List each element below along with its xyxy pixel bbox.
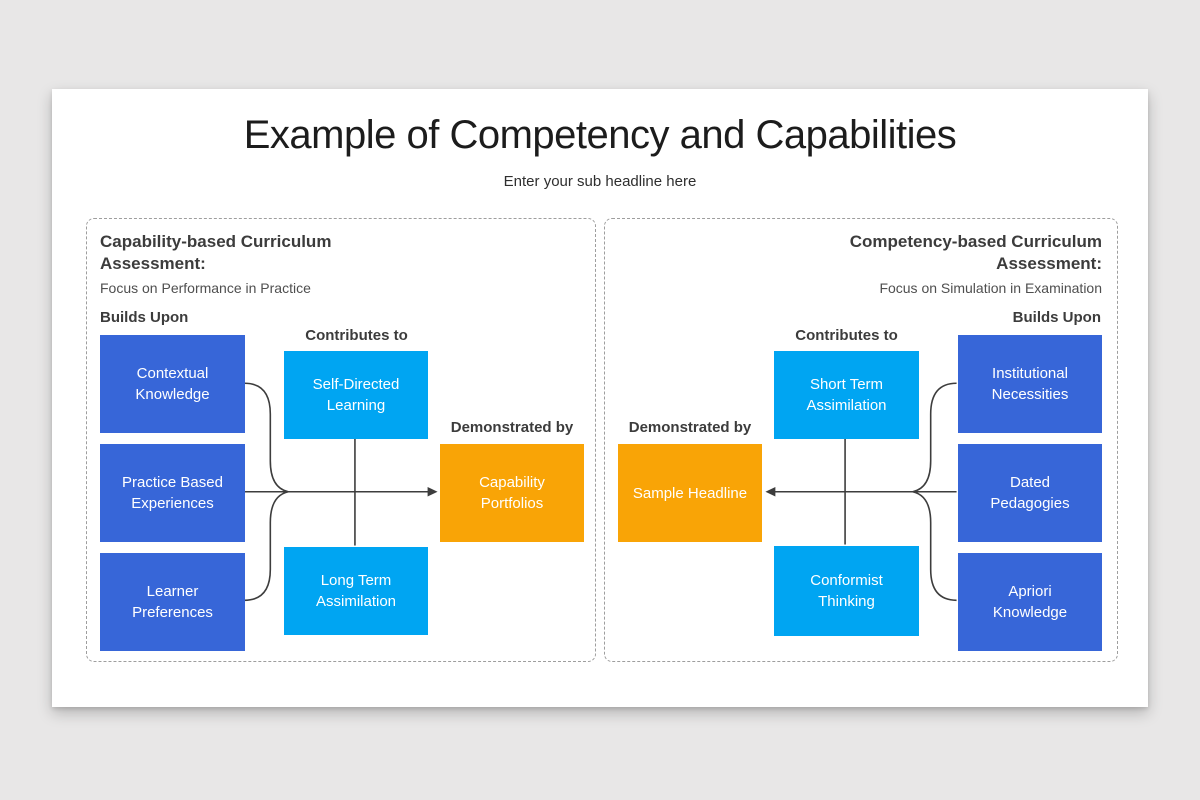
slide: Example of Competency and Capabilities E… bbox=[52, 89, 1148, 707]
arrowhead-right-icon bbox=[427, 486, 438, 497]
demonstrated-by-label: Demonstrated by bbox=[450, 419, 574, 436]
flow-box-contextual-knowledge: Contextual Knowledge bbox=[100, 335, 245, 433]
contributes-to-label: Contributes to bbox=[795, 327, 898, 344]
builds-upon-label: Builds Upon bbox=[100, 309, 189, 326]
flow-box-apriori-knowledge: Apriori Knowledge bbox=[958, 553, 1102, 651]
arrowhead-left-icon bbox=[765, 486, 776, 497]
flow-box-practice-based-experiences: Practice Based Experiences bbox=[100, 444, 245, 542]
flow-box-dated-pedagogies: Dated Pedagogies bbox=[958, 444, 1102, 542]
builds-upon-label: Builds Upon bbox=[1012, 309, 1101, 326]
flow-box-conformist-thinking: Conformist Thinking bbox=[774, 546, 919, 636]
capability-panel-focus: Focus on Performance in Practice bbox=[100, 280, 311, 296]
demonstrated-by-label: Demonstrated by bbox=[628, 419, 752, 436]
slide-subtitle: Enter your sub headline here bbox=[503, 173, 697, 190]
slide-title: Example of Competency and Capabilities bbox=[243, 113, 957, 157]
flow-box-learner-preferences: Learner Preferences bbox=[100, 553, 245, 651]
flow-box-sample-headline: Sample Headline bbox=[618, 444, 762, 542]
competency-panel-focus: Focus on Simulation in Examination bbox=[879, 280, 1102, 296]
flow-box-institutional-necessities: Institutional Necessities bbox=[958, 335, 1102, 433]
flow-box-short-term-assimilation: Short Term Assimilation bbox=[774, 351, 919, 439]
flow-box-capability-portfolios: Capability Portfolios bbox=[440, 444, 584, 542]
contributes-to-label: Contributes to bbox=[305, 327, 408, 344]
competency-panel-heading: Competency-based Curriculum Assessment: bbox=[849, 232, 1102, 274]
flow-box-long-term-assimilation: Long Term Assimilation bbox=[284, 547, 428, 635]
capability-panel-heading: Capability-based Curriculum Assessment: bbox=[100, 232, 332, 274]
competency-panel: Competency-based Curriculum Assessment: … bbox=[604, 218, 1118, 662]
flow-box-self-directed-learning: Self-Directed Learning bbox=[284, 351, 428, 439]
capability-panel: Capability-based Curriculum Assessment: … bbox=[86, 218, 596, 662]
